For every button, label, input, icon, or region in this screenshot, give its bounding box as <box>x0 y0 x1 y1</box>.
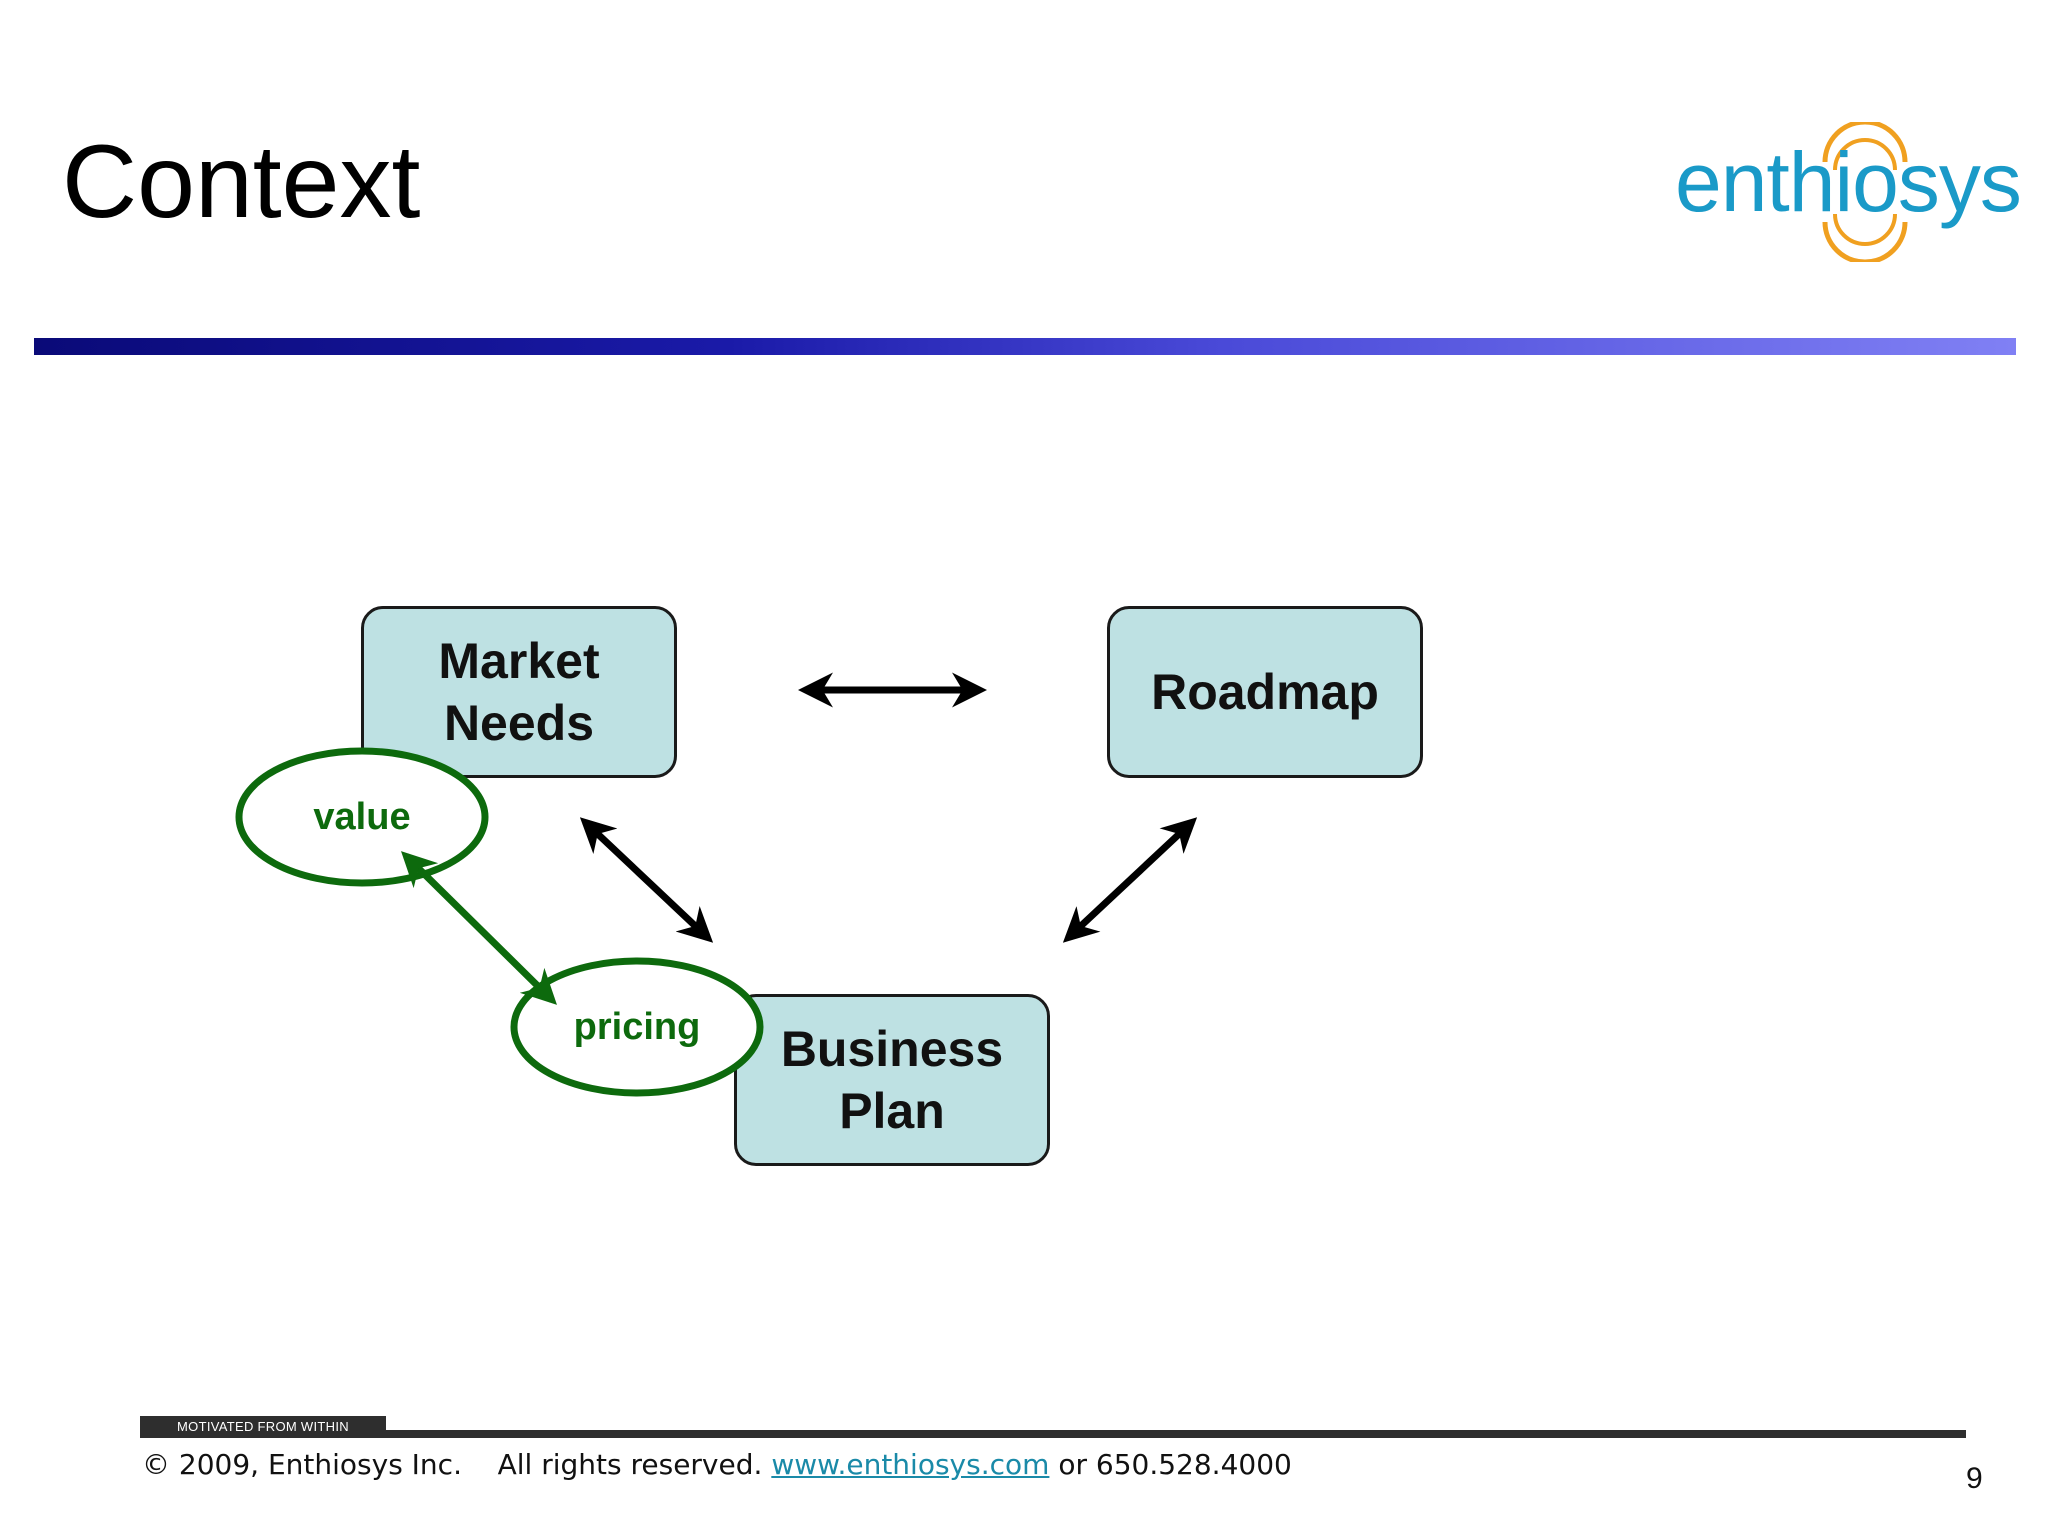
enthiosys-logo: enthiosys <box>1675 122 2022 262</box>
arrow-market-business <box>579 817 714 943</box>
footer-text: © 2009, Enthiosys Inc. All rights reserv… <box>142 1448 1292 1481</box>
footer-copyright: © 2009, Enthiosys Inc. <box>142 1448 462 1481</box>
title-rule <box>34 338 2016 355</box>
value-label: value <box>313 796 411 838</box>
footer-phone: 650.528.4000 <box>1095 1448 1292 1481</box>
market-needs-label: Market Needs <box>438 632 600 752</box>
page-number: 9 <box>1966 1462 1983 1495</box>
business-plan-label: Business Plan <box>780 1020 1004 1140</box>
footer-rights: All rights reserved. <box>497 1448 763 1481</box>
roadmap-label: Roadmap <box>1151 663 1379 720</box>
pricing-label: pricing <box>573 1006 701 1048</box>
footer-rule <box>386 1430 1966 1438</box>
roadmap-box: Roadmap <box>1107 606 1423 778</box>
slide-title: Context <box>62 124 421 240</box>
market-needs-box: Market Needs <box>361 606 677 778</box>
arrow-roadmap-business <box>1062 817 1198 943</box>
logo-text: enthiosys <box>1675 135 2022 229</box>
pricing-oval <box>510 957 764 1097</box>
footer-phone-prefix: or <box>1058 1448 1087 1481</box>
business-plan-box: Business Plan <box>734 994 1050 1166</box>
footer-tagline: MOTIVATED FROM WITHIN <box>140 1416 386 1438</box>
arrow-value-pricing <box>401 851 557 1005</box>
footer-website-link[interactable]: www.enthiosys.com <box>771 1448 1050 1481</box>
value-oval <box>235 747 489 887</box>
logo-rings-icon <box>1822 122 1908 262</box>
